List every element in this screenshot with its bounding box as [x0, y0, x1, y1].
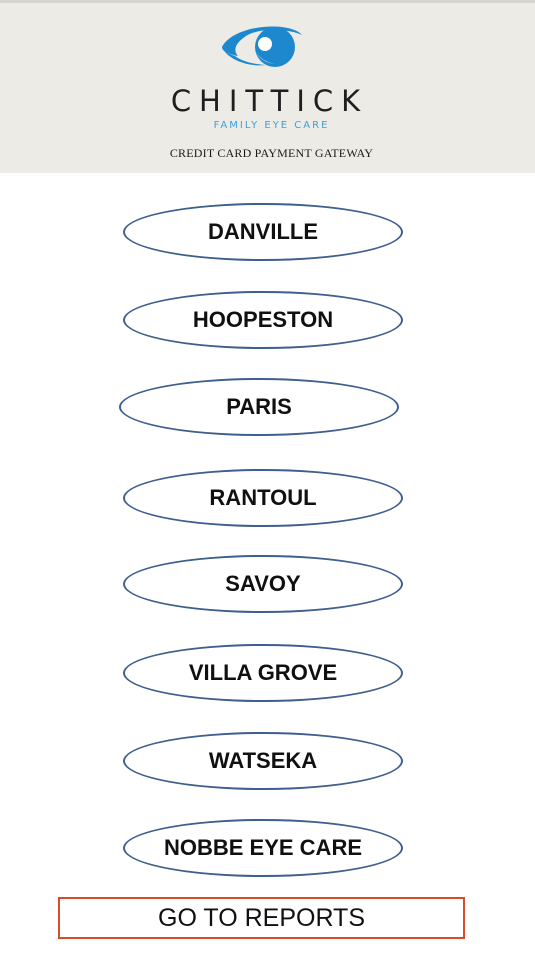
- brand-tagline: FAMILY EYE CARE: [213, 120, 330, 131]
- brand-name: CHITTICK: [170, 84, 369, 118]
- location-button-danville[interactable]: DANVILLE: [123, 203, 403, 261]
- location-button-savoy[interactable]: SAVOY: [123, 555, 403, 613]
- location-button-rantoul[interactable]: RANTOUL: [123, 469, 403, 527]
- top-divider: [0, 0, 535, 3]
- location-button-villa-grove[interactable]: VILLA GROVE: [123, 644, 403, 702]
- header-banner: CHITTICK FAMILY EYE CARE CREDIT CARD PAY…: [0, 3, 535, 173]
- page-title: CREDIT CARD PAYMENT GATEWAY: [169, 146, 374, 160]
- location-button-nobbe-eye-care[interactable]: NOBBE EYE CARE: [123, 819, 403, 877]
- location-button-paris[interactable]: PARIS: [119, 378, 399, 436]
- location-button-watseka[interactable]: WATSEKA: [123, 732, 403, 790]
- eye-logo-icon: [220, 20, 304, 72]
- go-to-reports-button[interactable]: GO TO REPORTS: [58, 897, 465, 939]
- location-button-hoopeston[interactable]: HOOPESTON: [123, 291, 403, 349]
